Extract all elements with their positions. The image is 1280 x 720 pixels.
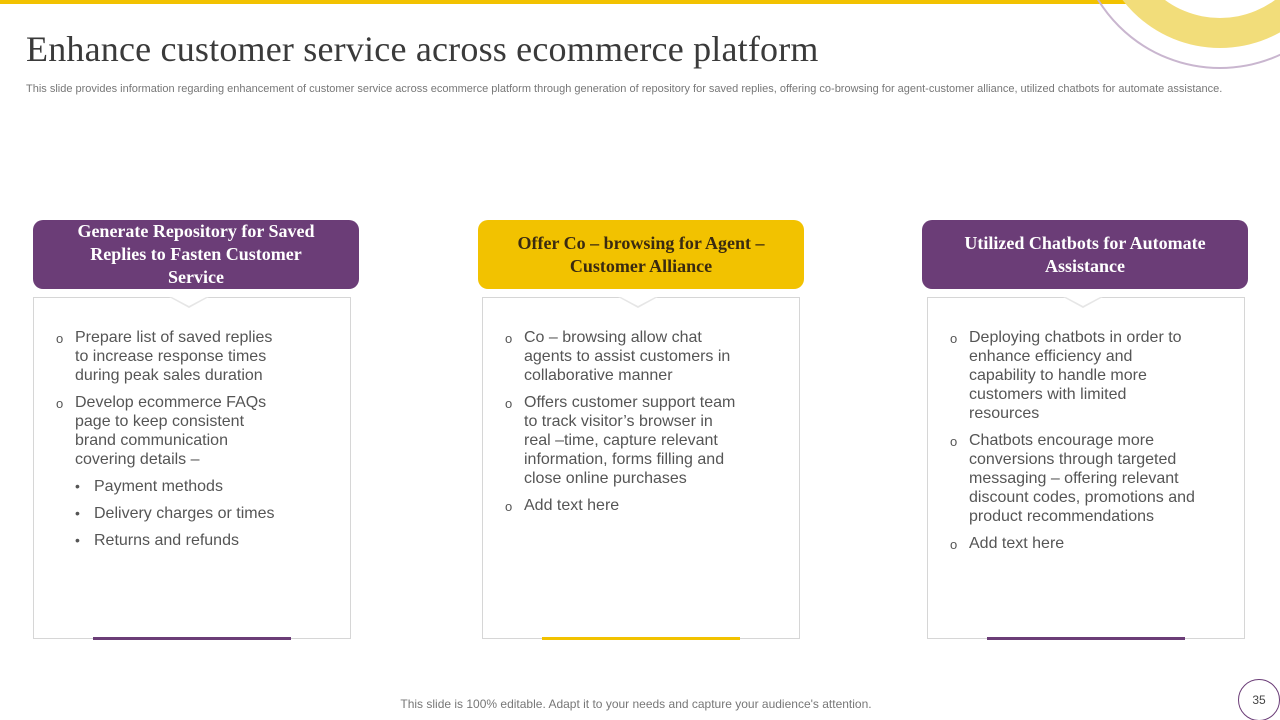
dot-bullet-icon: • xyxy=(75,478,80,494)
card-co-browsing: Offer Co – browsing for Agent – Customer… xyxy=(478,220,804,640)
card-accent-line xyxy=(93,637,291,640)
circle-bullet-icon: o xyxy=(505,396,513,411)
decorative-circles xyxy=(1050,0,1280,80)
circle-bullet-icon: o xyxy=(56,396,64,411)
circle-bullet-icon: o xyxy=(950,331,958,346)
card-saved-replies: Generate Repository for Saved Replies to… xyxy=(33,220,359,640)
card-heading: Generate Repository for Saved Replies to… xyxy=(33,220,359,289)
page-title: Enhance customer service across ecommerc… xyxy=(26,29,819,69)
card-heading: Offer Co – browsing for Agent – Customer… xyxy=(478,220,804,289)
card-notch xyxy=(1063,296,1103,308)
dot-bullet-icon: • xyxy=(75,505,80,521)
dot-bullet-icon: • xyxy=(75,532,80,548)
page-subtitle: This slide provides information regardin… xyxy=(26,83,1223,95)
page-number-badge: 35 xyxy=(1238,679,1280,720)
top-accent-bar xyxy=(0,0,1280,4)
card-heading: Utilized Chatbots for Automate Assistanc… xyxy=(922,220,1248,289)
card-notch xyxy=(618,296,658,308)
circle-bullet-icon: o xyxy=(950,434,958,449)
footer-note: This slide is 100% editable. Adapt it to… xyxy=(400,697,872,711)
card-notch xyxy=(169,296,209,308)
card-chatbots: Utilized Chatbots for Automate Assistanc… xyxy=(922,220,1248,640)
card-accent-line xyxy=(987,637,1185,640)
circle-bullet-icon: o xyxy=(505,331,513,346)
card-accent-line xyxy=(542,637,740,640)
circle-bullet-icon: o xyxy=(505,499,513,514)
sub-list-item: •Delivery charges or times xyxy=(75,505,275,522)
circle-bullet-icon: o xyxy=(56,331,64,346)
sub-list-item: •Returns and refunds xyxy=(75,532,239,549)
sub-list-item: •Payment methods xyxy=(75,478,223,495)
circle-bullet-icon: o xyxy=(950,537,958,552)
